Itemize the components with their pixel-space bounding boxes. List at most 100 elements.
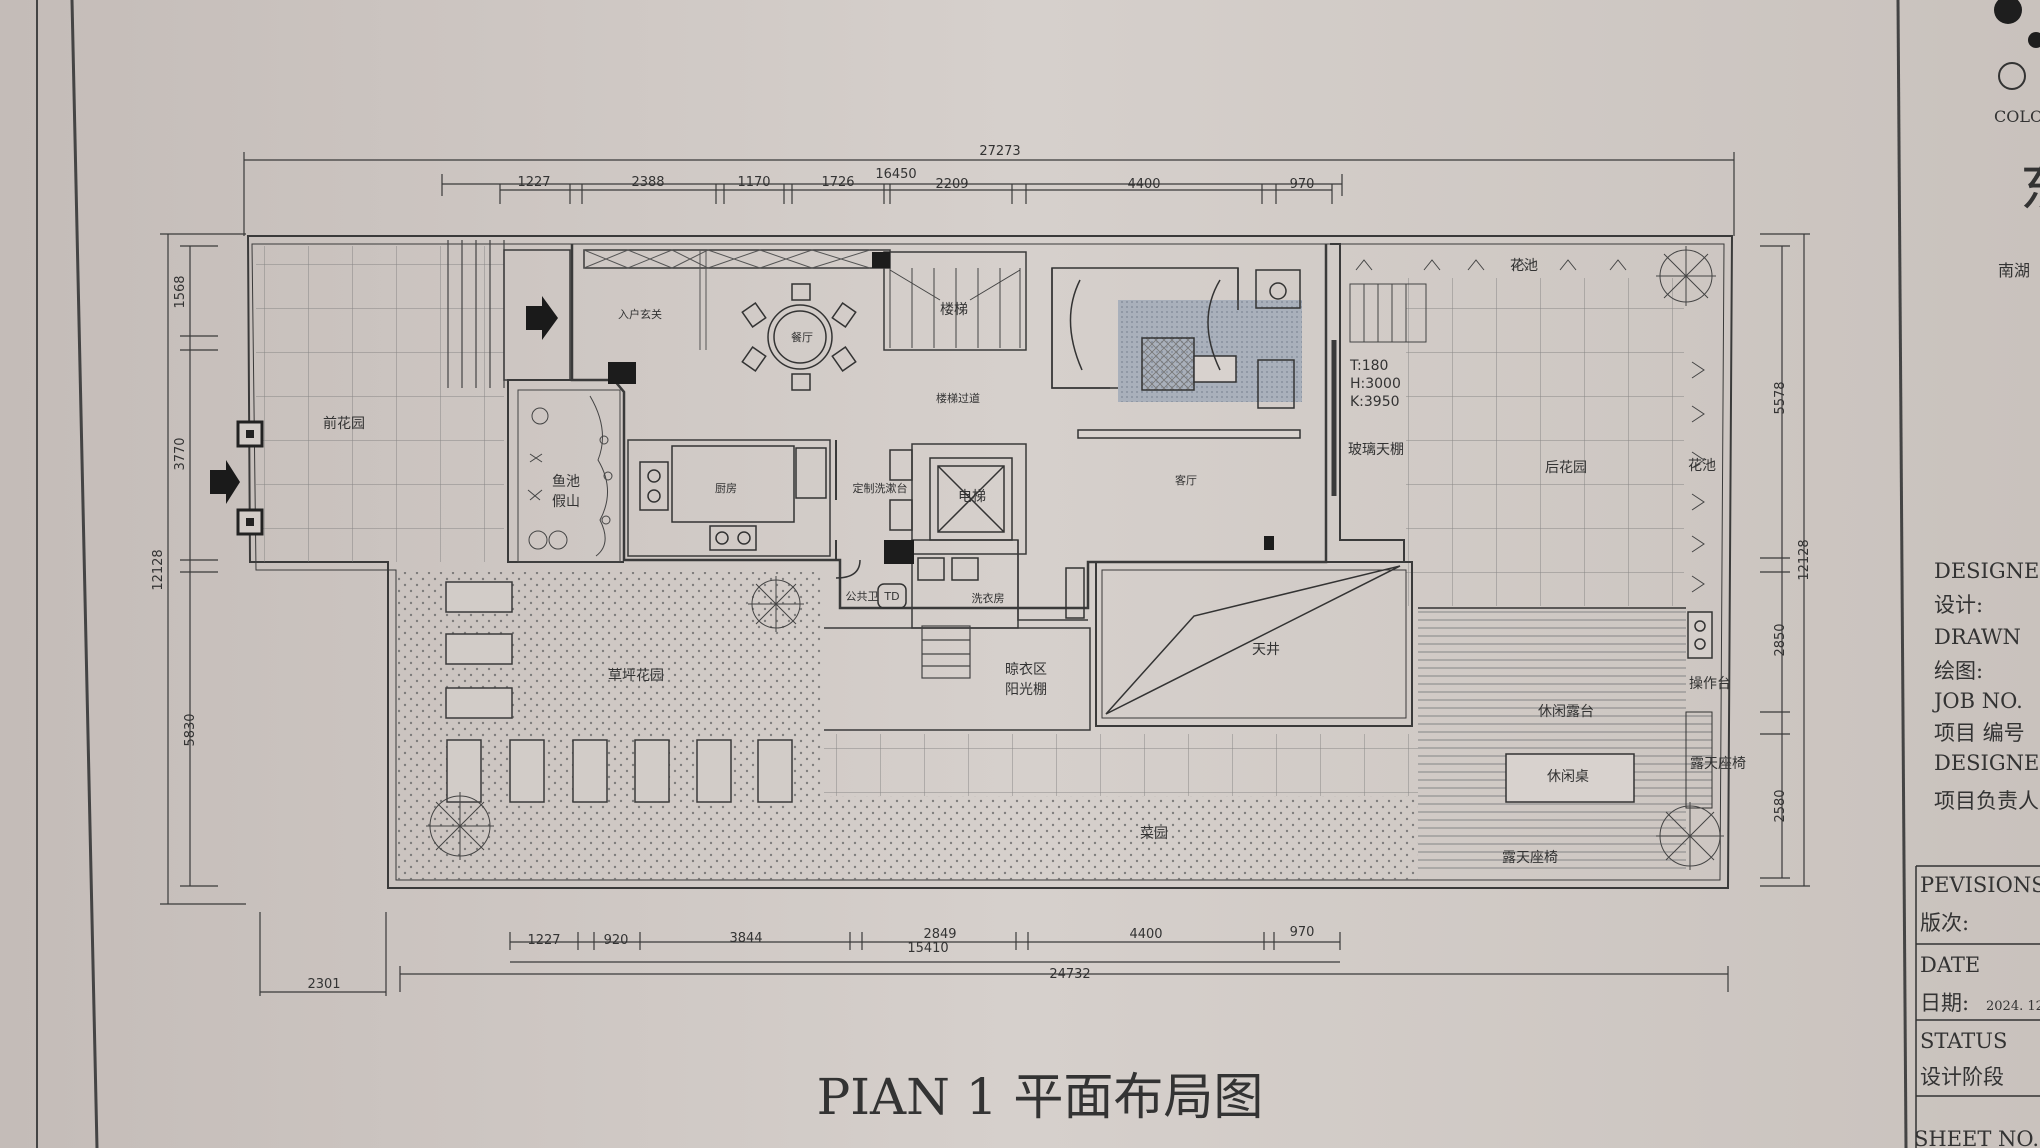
label-living: 客厅 <box>1175 473 1197 487</box>
laundry-steps <box>921 625 971 679</box>
label-patio: 天井 <box>1252 642 1280 658</box>
drawn-cn: 绘图: <box>1934 659 1983 683</box>
sheet-frame <box>36 0 1908 1148</box>
dim-right-seg: 2850 <box>1773 623 1788 656</box>
dim-bottom-seg: 1227 <box>527 933 560 948</box>
label-outdoor-seat-bottom: 露天座椅 <box>1502 850 1558 866</box>
label-leisure-table: 休闲桌 <box>1547 769 1589 785</box>
drawing-title: PIAN 1 平面布局图 <box>817 1068 1264 1126</box>
dim-top-seg: 2388 <box>631 175 664 190</box>
drawn-en: DRAWN <box>1934 625 2021 649</box>
dim-top-seg: 1227 <box>517 175 550 190</box>
dim-right-seg: 2580 <box>1773 789 1788 822</box>
job-en: JOB NO. <box>1932 689 2023 713</box>
designed-cn: 设计: <box>1934 593 1983 617</box>
dimension-lines <box>160 152 1810 996</box>
revisions-en: PEVISIONS <box>1920 873 2040 897</box>
skylight-steps <box>1349 283 1427 343</box>
label-front-garden: 前花园 <box>323 415 365 432</box>
date-cn: 日期: <box>1920 991 1969 1015</box>
designed-en: DESIGNED <box>1934 559 2040 583</box>
label-elevator: 电梯 <box>958 489 986 505</box>
label-flower-bed-right: 花池 <box>1688 458 1716 474</box>
label-sunroom: 阳光棚 <box>1005 682 1047 698</box>
windows-top <box>583 249 871 350</box>
vegetable-garden-area <box>824 796 1418 880</box>
deck-furniture <box>1505 611 1713 803</box>
dim-left-overall: 12128 <box>151 549 166 590</box>
dim-bottom-seg: 4400 <box>1129 927 1162 942</box>
seat-strip <box>1685 711 1713 809</box>
designed2-cn: 项目负责人 <box>1934 789 2039 813</box>
dim-top-seg: 1726 <box>821 175 854 190</box>
label-skylight-spec: K:3950 <box>1350 394 1400 410</box>
label-laundry-room: 洗衣房 <box>972 591 1005 605</box>
label-stair-corridor: 楼梯过道 <box>936 391 980 405</box>
dim-bottom-overall: 24732 <box>1049 967 1090 982</box>
color-dot-icon <box>2028 32 2040 48</box>
back-garden-paving <box>1406 278 1684 606</box>
dim-top-seg: 1170 <box>737 175 770 190</box>
dim-top-mid: 16450 <box>875 167 916 182</box>
date-value: 2024. 12. <box>1986 999 2040 1014</box>
living-room-furniture <box>1051 267 1302 439</box>
front-garden-paving <box>256 246 504 562</box>
entrance-markers <box>210 296 558 536</box>
dim-left-seg: 3770 <box>173 437 188 470</box>
label-back-garden: 后花园 <box>1545 460 1587 476</box>
dim-bottom-seg: 2849 <box>923 927 956 942</box>
dining-table <box>741 283 857 391</box>
label-rockery: 假山 <box>552 494 580 510</box>
label-drying-area: 晾衣区 <box>1005 662 1047 678</box>
sheet-en: SHEET NO. <box>1914 1127 2039 1148</box>
plants <box>426 246 1724 870</box>
status-cn: 设计阶段 <box>1920 1065 2004 1089</box>
label-vegetable-garden: 菜园 <box>1140 826 1168 842</box>
date-en: DATE <box>1920 953 1980 977</box>
logo-char: 东 <box>2020 156 2040 219</box>
color-dot-icon <box>1994 0 2022 24</box>
plan-outline <box>246 235 1734 889</box>
label-outdoor-seat-right: 露天座椅 <box>1690 756 1746 772</box>
dim-bottom-seg: 970 <box>1290 925 1315 940</box>
dim-top-overall: 27273 <box>979 144 1020 159</box>
kitchen-fixtures <box>639 445 1085 619</box>
dim-bottom-seg: 3844 <box>729 931 762 946</box>
dim-top-seg: 970 <box>1290 177 1315 192</box>
label-workbench: 操作台 <box>1689 676 1731 692</box>
dim-right-overall: 12128 <box>1797 539 1812 580</box>
label-skylight: 玻璃天棚 <box>1348 441 1404 458</box>
color-circle-icon <box>1998 62 2026 90</box>
label-skylight-spec: T:180 <box>1349 358 1388 374</box>
label-skylight-spec: H:3000 <box>1350 376 1401 392</box>
columns <box>608 252 1274 564</box>
designed2-en: DESIGNED <box>1934 751 2040 775</box>
label-stairs: 楼梯 <box>940 302 968 318</box>
fishpond-rockery <box>517 389 621 563</box>
project-name: 南湖 <box>1998 261 2030 280</box>
label-kitchen: 厨房 <box>715 482 737 495</box>
revisions-cn: 版次: <box>1920 911 1969 935</box>
label-laundry-sink: 定制洗漱台 <box>853 481 908 495</box>
lawn-garden-area <box>398 572 822 880</box>
label-fishpond: 鱼池 <box>552 473 580 490</box>
dim-bottom-mid: 15410 <box>907 941 948 956</box>
gate-arrow-icon <box>210 460 240 504</box>
vegetable-garden-paving <box>824 734 1418 796</box>
dim-bottom-seg: 920 <box>604 933 629 948</box>
dim-top-seg: 4400 <box>1127 177 1160 192</box>
dim-left-seg: 5830 <box>183 713 198 746</box>
elevator-shaft <box>929 457 1013 541</box>
label-lawn-garden: 草坪花园 <box>608 668 664 684</box>
status-en: STATUS <box>1920 1029 2007 1053</box>
label-leisure-deck: 休闲露台 <box>1538 704 1594 720</box>
patio-diagonal <box>1105 565 1401 715</box>
color-label: COLOR <box>1994 107 2040 126</box>
label-entrance: 入户玄关 <box>618 307 662 321</box>
leisure-deck-boards <box>1418 608 1686 872</box>
dimension-labels: 27273 16450 1227 2388 1170 1726 2209 440… <box>151 144 1812 992</box>
entrance-arrow-icon <box>526 296 558 340</box>
label-flower-bed-top: 花池 <box>1510 258 1538 274</box>
label-wc-fixture: TD <box>883 590 899 603</box>
